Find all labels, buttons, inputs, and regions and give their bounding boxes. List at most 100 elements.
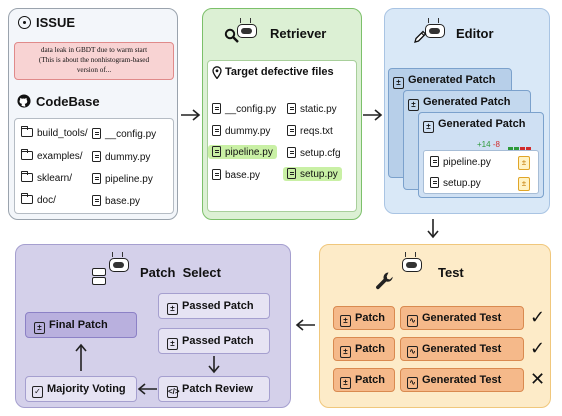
passed-patch-chip[interactable]: ±Passed Patch [158, 328, 270, 354]
generated-test-chip[interactable]: ∿Generated Test [400, 306, 524, 330]
file-icon [92, 128, 101, 139]
folder-item[interactable]: sklearn/ [21, 171, 72, 184]
arrow-right-icon [181, 109, 201, 121]
selection-checkbox-icon [92, 268, 106, 285]
robot-icon [108, 252, 130, 274]
file-item[interactable]: reqs.txt [287, 125, 333, 137]
file-icon [287, 147, 296, 158]
ballot-icon: ✓ [32, 386, 43, 398]
file-icon [212, 169, 221, 180]
file-icon [92, 195, 101, 206]
patch-icon: ± [393, 77, 404, 89]
github-icon [17, 94, 31, 108]
editor-title: Editor [456, 26, 494, 41]
codebase-box [14, 118, 174, 214]
file-item[interactable]: setup.cfg [287, 147, 341, 159]
robot-icon [401, 252, 423, 274]
test-result-icon: ✓ [530, 338, 546, 358]
additions-count: +14 [477, 140, 491, 149]
patch-card-middle-label: ±Generated Patch [408, 96, 510, 111]
folder-item[interactable]: build_tools/ [21, 126, 88, 139]
issue-title: ISSUE [36, 15, 76, 30]
diff-badge-icon: ± [518, 156, 530, 170]
issue-text-line: (This is about the nonhistogram-based [38, 56, 150, 64]
generated-test-chip[interactable]: ∿Generated Test [400, 368, 524, 392]
folder-item[interactable]: doc/ [21, 193, 56, 206]
patch-icon: ± [408, 99, 419, 111]
deletions-count: -8 [492, 140, 500, 149]
folder-icon [21, 171, 33, 182]
file-icon [92, 151, 101, 162]
waveform-icon: ∿ [407, 377, 418, 389]
test-result-icon: ✕ [530, 369, 546, 389]
file-icon [92, 173, 101, 184]
folder-item[interactable]: examples/ [21, 149, 83, 162]
patched-file-item[interactable]: pipeline.py [430, 156, 491, 168]
file-item[interactable]: pipeline.py [92, 173, 153, 185]
issue-text-line: version of... [76, 66, 112, 74]
arrow-down-icon [427, 219, 439, 239]
file-item[interactable]: base.py [92, 195, 140, 207]
file-icon [287, 103, 296, 114]
pencil-icon [414, 30, 427, 43]
file-item[interactable]: base.py [212, 169, 260, 181]
patch-icon: ± [167, 338, 178, 350]
codebase-title: CodeBase [36, 94, 100, 109]
file-item-highlighted[interactable]: pipeline.py [208, 145, 277, 159]
arrow-down-icon [208, 356, 220, 374]
location-pin-icon [212, 66, 222, 79]
code-review-icon: </> [167, 386, 180, 398]
folder-icon [21, 193, 33, 204]
arrow-left-icon [137, 383, 157, 395]
retriever-title: Retriever [270, 26, 327, 41]
patch-icon: ± [340, 346, 351, 358]
majority-voting-chip[interactable]: ✓Majority Voting [25, 376, 137, 402]
patch-card-back-label: ±Generated Patch [393, 74, 495, 89]
file-icon [212, 146, 221, 157]
file-item[interactable]: __config.py [92, 128, 156, 140]
issue-icon [18, 16, 31, 29]
diff-bar-icon [508, 141, 531, 154]
file-item[interactable]: dummy.py [92, 151, 150, 163]
patched-file-item[interactable]: setup.py [430, 177, 481, 189]
test-patch-chip[interactable]: ±Patch [333, 368, 395, 392]
generated-test-chip[interactable]: ∿Generated Test [400, 337, 524, 361]
file-icon [287, 125, 296, 136]
patch-card-front-label: ±Generated Patch [423, 118, 525, 133]
file-icon [212, 103, 221, 114]
file-icon [430, 177, 439, 188]
file-item[interactable]: static.py [287, 103, 337, 115]
patch-review-chip[interactable]: </>Patch Review [158, 376, 270, 402]
wrench-icon [376, 272, 393, 290]
arrow-right-icon [363, 109, 383, 121]
diff-badge-icon: ± [518, 177, 530, 191]
passed-patch-chip[interactable]: ±Passed Patch [158, 293, 270, 319]
folder-icon [21, 149, 33, 160]
file-icon [287, 168, 296, 179]
file-item[interactable]: dummy.py [212, 125, 270, 137]
waveform-icon: ∿ [407, 346, 418, 358]
file-item-highlighted[interactable]: setup.py [283, 167, 342, 181]
patch-icon: ± [340, 377, 351, 389]
patch-icon: ± [340, 315, 351, 327]
magnifier-icon [224, 28, 239, 43]
test-patch-chip[interactable]: ±Patch [333, 337, 395, 361]
file-icon [212, 125, 221, 136]
file-icon [430, 156, 439, 167]
test-patch-chip[interactable]: ±Patch [333, 306, 395, 330]
file-item[interactable]: __config.py [212, 103, 276, 115]
issue-text-line: data leak in GBDT due to warm start [40, 46, 148, 54]
robot-icon [424, 18, 446, 40]
robot-icon [236, 18, 258, 40]
patch-select-title: Patch Select [140, 265, 221, 280]
patch-icon: ± [167, 303, 178, 315]
issue-text-box: data leak in GBDT due to warm start (Thi… [14, 42, 174, 80]
final-patch-chip[interactable]: ±Final Patch [25, 312, 137, 338]
patch-diff-stats: +14 -8 [477, 140, 500, 149]
waveform-icon: ∿ [407, 315, 418, 327]
patch-icon: ± [34, 322, 45, 334]
test-title: Test [438, 265, 464, 280]
test-result-icon: ✓ [530, 307, 546, 327]
retriever-files-box [207, 60, 357, 212]
arrow-left-icon [295, 319, 315, 331]
